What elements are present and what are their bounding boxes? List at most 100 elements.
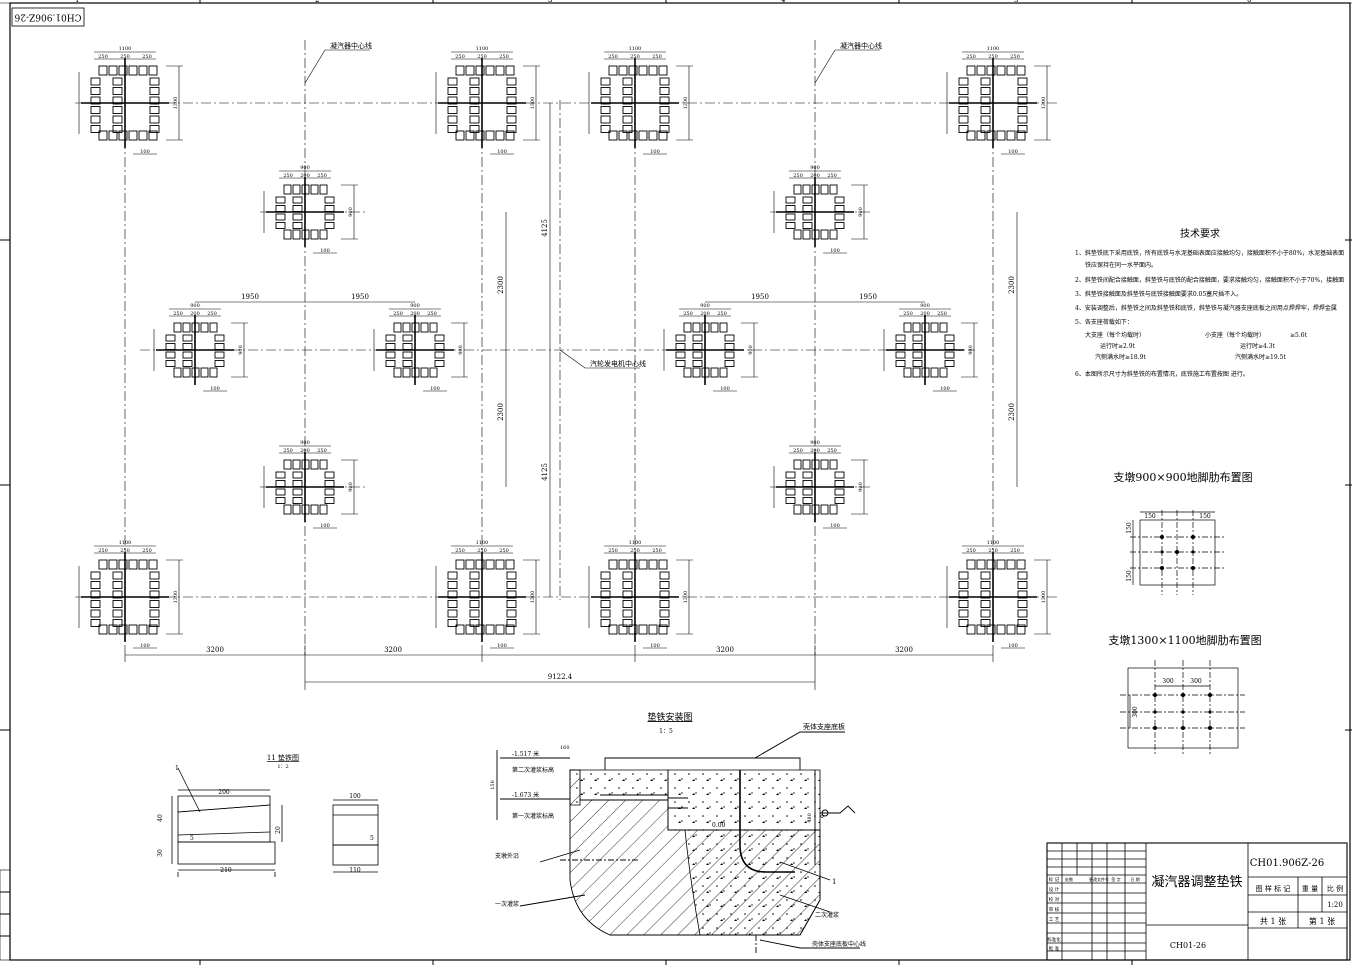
shim-block bbox=[622, 590, 633, 599]
dim-text: 4125 bbox=[541, 219, 549, 237]
shim-block bbox=[980, 600, 991, 608]
dim-text: 200 bbox=[218, 789, 230, 796]
shim-block bbox=[165, 343, 176, 350]
dim-text: 100 bbox=[720, 386, 730, 392]
dim-text: 150 bbox=[1126, 570, 1133, 582]
tb-row: 标准化 bbox=[1047, 936, 1061, 943]
shim-block bbox=[506, 571, 517, 580]
anchor-900-title: 支墩900×900地脚肋布置图 bbox=[1113, 470, 1252, 484]
shim-block bbox=[939, 322, 948, 333]
shim-block bbox=[108, 65, 118, 76]
shim-block bbox=[209, 367, 218, 378]
dim-text: 110 bbox=[349, 867, 361, 874]
dim-text: 250 bbox=[608, 548, 618, 554]
dim-text: 100 bbox=[940, 386, 950, 392]
shim-block bbox=[149, 96, 160, 105]
shim-block bbox=[683, 367, 692, 378]
shim-block bbox=[1017, 609, 1028, 618]
dim-text: 1300 bbox=[683, 591, 689, 604]
shim-block bbox=[283, 459, 292, 470]
shim-block bbox=[90, 87, 101, 95]
shim-block bbox=[834, 213, 845, 221]
shim-block bbox=[600, 115, 611, 124]
tb-col: 重 量 bbox=[1302, 885, 1318, 893]
shim-block bbox=[292, 229, 301, 240]
shim-block bbox=[958, 96, 969, 105]
shim-block bbox=[719, 367, 728, 378]
shim-block bbox=[834, 488, 845, 496]
shim-block bbox=[319, 229, 328, 240]
shim-block bbox=[149, 87, 160, 95]
shim-block bbox=[465, 65, 475, 76]
turbine-centerline-label: 汽轮发电机中心线 bbox=[590, 359, 646, 368]
level-top: -1.517 米 bbox=[512, 750, 539, 758]
frame-col-label: 3 bbox=[548, 0, 552, 4]
shim-block bbox=[638, 130, 648, 141]
shim-block bbox=[958, 590, 969, 599]
shim-block bbox=[1016, 559, 1026, 570]
shim-block bbox=[149, 77, 160, 86]
shim-block bbox=[275, 471, 286, 479]
tech-requirements: 技术要求 1、斜垫铁底下采用底铁，所有底铁与水泥基础表面应接触均匀，接触面积不小… bbox=[1075, 227, 1344, 378]
shim-block bbox=[811, 229, 820, 240]
shim-block bbox=[802, 222, 813, 229]
dim-text: 900 bbox=[238, 345, 244, 355]
dim-text: 2300 bbox=[1008, 276, 1016, 294]
label-first-grout-top: 第一次灌浆标高 bbox=[512, 812, 554, 820]
dim-text: 100 bbox=[140, 643, 150, 649]
shim-block bbox=[485, 624, 495, 635]
shim-block bbox=[675, 351, 686, 359]
dim-text: 300 bbox=[1190, 678, 1202, 685]
shim-block bbox=[1006, 130, 1016, 141]
shim-block bbox=[301, 184, 310, 195]
shim-block bbox=[420, 322, 429, 333]
shim-block bbox=[600, 96, 611, 105]
shim-block bbox=[434, 334, 445, 342]
shim-block bbox=[829, 504, 838, 515]
shim-block bbox=[469, 87, 480, 95]
shim-block bbox=[980, 581, 991, 589]
dim-text: 250 bbox=[937, 311, 947, 317]
dim-text: 1300 bbox=[530, 97, 536, 110]
shim-block bbox=[447, 106, 458, 114]
shim-block bbox=[1016, 130, 1026, 141]
shim-block bbox=[980, 609, 991, 618]
tech-title: 技术要求 bbox=[1180, 227, 1220, 240]
anchor-1300-diagram: 支墩1300×1100地脚肋布置图 300 300 300 bbox=[1108, 633, 1262, 756]
dim-text: 1300 bbox=[1041, 591, 1047, 604]
shim-block bbox=[658, 130, 668, 141]
dim-text: 250 bbox=[98, 54, 108, 60]
shim-block bbox=[1017, 600, 1028, 608]
shim-block bbox=[834, 205, 845, 212]
dim-text: 250 bbox=[1010, 54, 1020, 60]
shim-block bbox=[112, 115, 123, 124]
shim-block bbox=[200, 322, 209, 333]
shim-block bbox=[724, 343, 735, 350]
shim-block bbox=[469, 571, 480, 580]
dim-text: 900 bbox=[968, 345, 974, 355]
shim-block bbox=[683, 322, 692, 333]
shim-block bbox=[675, 334, 686, 342]
shim-block bbox=[966, 130, 976, 141]
shim-block bbox=[820, 229, 829, 240]
shim-block bbox=[209, 322, 218, 333]
shim-block bbox=[506, 87, 517, 95]
dim-text: 1950 bbox=[751, 293, 769, 301]
shim-block bbox=[659, 619, 670, 627]
label-second-grout: 二次灌浆 bbox=[815, 911, 839, 919]
shim-block bbox=[980, 115, 991, 124]
shim-block bbox=[608, 65, 618, 76]
dim-text: 2300 bbox=[497, 276, 505, 294]
shim-block bbox=[802, 497, 813, 504]
dim-text: 100 bbox=[497, 643, 507, 649]
shim-block bbox=[112, 600, 123, 608]
load-value: ≥5.6t bbox=[1290, 332, 1308, 339]
shim-block bbox=[638, 65, 648, 76]
shim-block bbox=[98, 130, 108, 141]
shim-block bbox=[724, 351, 735, 359]
shim-block bbox=[793, 504, 802, 515]
shim-block bbox=[469, 115, 480, 124]
